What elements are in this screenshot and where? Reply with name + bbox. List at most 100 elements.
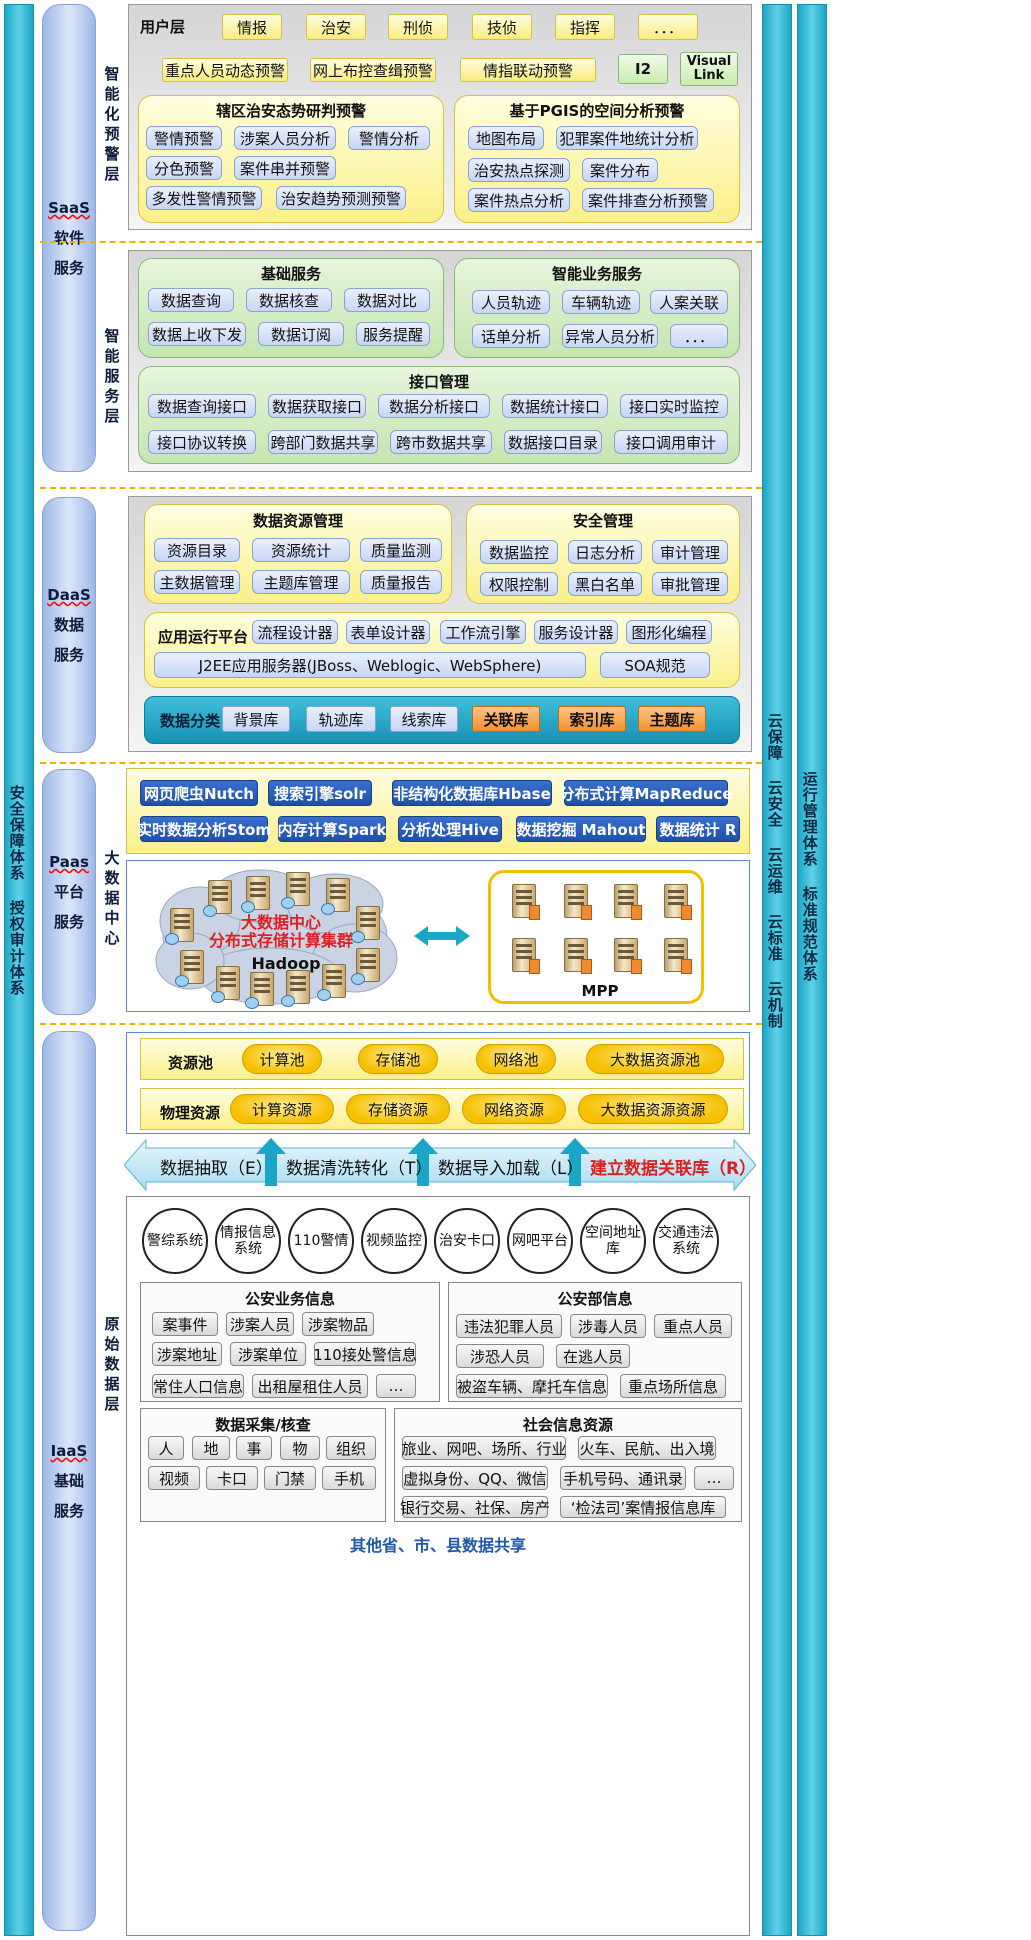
bigdata-tool[interactable]: 数据统计 R [656,816,740,842]
security-mgmt-item[interactable]: 黑白名单 [568,572,642,596]
system-circle[interactable]: 空间地址库 [580,1208,646,1274]
bigdata-tool[interactable]: 非结构化数据库Hbase [392,780,552,806]
data-collect-item[interactable]: 门禁 [264,1466,316,1490]
app-platform-item[interactable]: 工作流引擎 [440,620,526,644]
bigdata-tool[interactable]: 分布式计算MapReduce [560,780,733,806]
interface-item[interactable]: 跨市数据共享 [390,430,492,454]
system-circle[interactable]: 网吧平台 [507,1208,573,1274]
interface-item[interactable]: 数据统计接口 [502,394,608,418]
district-item[interactable]: 涉案人员分析 [234,126,336,150]
interface-item[interactable]: 接口协议转换 [148,430,256,454]
bigdata-tool[interactable]: 分析处理Hive [398,816,502,842]
police-biz-item[interactable]: 涉案地址 [152,1342,222,1366]
social-info-item[interactable]: 银行交易、社保、房产 [400,1496,550,1518]
warning-item[interactable]: 网上布控查缉预警 [310,58,436,82]
police-biz-item[interactable]: 涉案单位 [230,1342,306,1366]
data-collect-item[interactable]: 事 [236,1436,272,1460]
app-platform-item[interactable]: 表单设计器 [346,620,430,644]
warning-item[interactable]: 情指联动预警 [460,58,596,82]
social-info-item[interactable]: ‘检法司’案情报信息库 [560,1496,726,1518]
district-item[interactable]: 治安趋势预测预警 [276,186,406,210]
smart-business-item[interactable]: 人案关联 [650,290,728,314]
system-circle[interactable]: 警综系统 [142,1208,208,1274]
police-biz-item[interactable]: 涉案物品 [302,1312,374,1336]
resource-pool-item[interactable]: 大数据资源池 [586,1044,724,1074]
soa-standard[interactable]: SOA规范 [600,652,710,678]
security-mgmt-item[interactable]: 数据监控 [480,540,558,564]
bigdata-tool[interactable]: 内存计算Spark [277,816,387,842]
user-item[interactable]: 情报 [222,14,282,40]
district-item[interactable]: 案件串并预警 [234,156,336,180]
ministry-item[interactable]: 重点场所信息 [620,1374,726,1398]
system-circle[interactable]: 110警情 [288,1208,354,1274]
smart-business-item[interactable]: 异常人员分析 [562,324,658,348]
basic-service-item[interactable]: 数据查询 [148,288,234,312]
interface-item[interactable]: 数据分析接口 [378,394,490,418]
basic-service-item[interactable]: 数据上收下发 [148,322,246,346]
interface-item[interactable]: 数据获取接口 [268,394,366,418]
resource-mgmt-item[interactable]: 质量监测 [360,538,442,562]
basic-service-item[interactable]: 数据对比 [344,288,430,312]
resource-mgmt-item[interactable]: 资源统计 [252,538,350,562]
physical-resource-item[interactable]: 大数据资源资源 [578,1094,728,1124]
pgis-item[interactable]: 犯罪案件地统计分析 [556,126,698,150]
basic-service-item[interactable]: 数据核查 [246,288,332,312]
pgis-item[interactable]: 案件热点分析 [468,188,570,212]
security-mgmt-item[interactable]: 日志分析 [568,540,642,564]
system-circle[interactable]: 治安卡口 [434,1208,500,1274]
physical-resource-item[interactable]: 计算资源 [230,1094,334,1124]
data-collect-item[interactable]: 手机 [322,1466,376,1490]
physical-resource-item[interactable]: 网络资源 [462,1094,566,1124]
warning-item[interactable]: 重点人员动态预警 [162,58,288,82]
physical-resource-item[interactable]: 存储资源 [346,1094,450,1124]
police-biz-item[interactable]: 涉案人员 [226,1312,294,1336]
interface-item[interactable]: 数据查询接口 [148,394,256,418]
pgis-item[interactable]: 地图布局 [468,126,544,150]
police-biz-item[interactable]: 案事件 [152,1312,218,1336]
social-info-more[interactable]: … [694,1466,734,1490]
data-collect-item[interactable]: 视频 [148,1466,200,1490]
bigdata-tool[interactable]: 网页爬虫Nutch [140,780,258,806]
system-circle[interactable]: 视频监控 [361,1208,427,1274]
user-item[interactable]: 治安 [306,14,366,40]
user-item[interactable]: 技侦 [472,14,532,40]
data-collect-item[interactable]: 组织 [326,1436,376,1460]
system-circle[interactable]: 情报信息系统 [215,1208,281,1274]
security-mgmt-item[interactable]: 审计管理 [652,540,728,564]
visual-link-tool[interactable]: Visual Link [680,52,738,86]
data-collect-item[interactable]: 地 [192,1436,230,1460]
interface-item[interactable]: 跨部门数据共享 [268,430,378,454]
basic-service-item[interactable]: 服务提醒 [356,322,430,346]
data-class-item[interactable]: 主题库 [638,706,706,732]
app-platform-item[interactable]: 流程设计器 [252,620,338,644]
data-class-item[interactable]: 索引库 [558,706,626,732]
j2ee-server[interactable]: J2EE应用服务器(JBoss、Weblogic、WebSphere) [154,652,586,678]
security-mgmt-item[interactable]: 权限控制 [480,572,558,596]
security-mgmt-item[interactable]: 审批管理 [652,572,728,596]
user-item[interactable]: 指挥 [555,14,615,40]
police-biz-item[interactable]: 110接处警信息 [313,1342,417,1366]
resource-pool-item[interactable]: 网络池 [476,1044,556,1074]
data-collect-item[interactable]: 物 [280,1436,320,1460]
data-collect-item[interactable]: 人 [148,1436,184,1460]
police-biz-item[interactable]: 出租屋租住人员 [252,1374,368,1398]
data-class-item[interactable]: 关联库 [472,706,540,732]
ministry-item[interactable]: 涉毒人员 [570,1314,646,1338]
bigdata-tool[interactable]: 搜索引擎solr [268,780,372,806]
resource-mgmt-item[interactable]: 质量报告 [360,570,442,594]
resource-pool-item[interactable]: 计算池 [242,1044,322,1074]
smart-business-item[interactable]: 话单分析 [472,324,550,348]
social-info-item[interactable]: 火车、民航、出入境 [578,1436,716,1460]
resource-mgmt-item[interactable]: 资源目录 [154,538,240,562]
pgis-item[interactable]: 治安热点探测 [468,158,570,182]
interface-item[interactable]: 接口调用审计 [614,430,728,454]
data-collect-item[interactable]: 卡口 [206,1466,258,1490]
district-item[interactable]: 警情分析 [348,126,430,150]
ministry-item[interactable]: 重点人员 [654,1314,732,1338]
district-item[interactable]: 分色预警 [146,156,222,180]
district-item[interactable]: 多发性警情预警 [146,186,262,210]
police-biz-more[interactable]: … [376,1374,416,1398]
interface-item[interactable]: 数据接口目录 [504,430,602,454]
police-biz-item[interactable]: 常住人口信息 [152,1374,244,1398]
resource-mgmt-item[interactable]: 主数据管理 [154,570,240,594]
